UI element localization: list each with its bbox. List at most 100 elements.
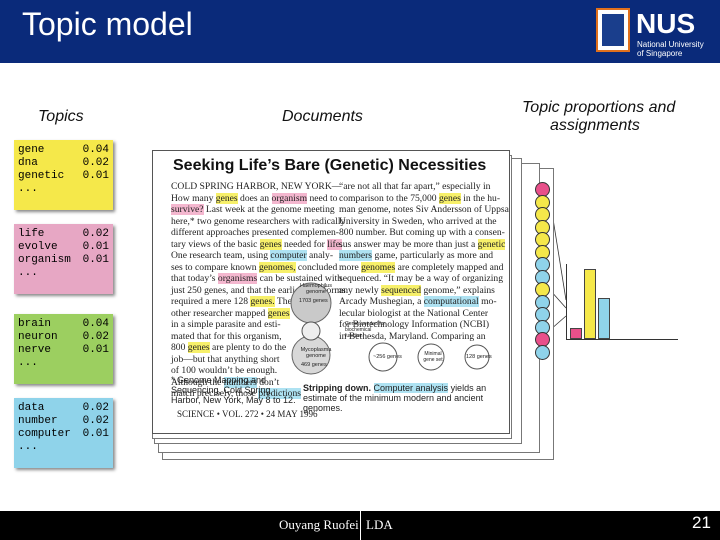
document-line: that today’s organisms can be sustained … xyxy=(171,273,342,284)
topic-word: nerve xyxy=(18,344,52,356)
footer-subject: LDA xyxy=(366,517,393,532)
topic-proportion-bar xyxy=(570,328,582,339)
document-line: of 100 wouldn’t be enough. xyxy=(171,365,278,376)
document-line: lecular biologist at the National Center xyxy=(339,307,489,319)
topic-word-probability: 0.02 xyxy=(82,331,109,343)
document-line: more genomes are completely mapped and xyxy=(339,261,504,273)
ancestor-label: ~256 genes xyxy=(373,354,402,360)
document-line: How many genes does an organism need to xyxy=(171,192,338,204)
topic-word: ... xyxy=(18,183,38,195)
footer-divider xyxy=(360,511,361,540)
topic-word-row: life 0.02 xyxy=(18,228,109,241)
figure-caption: Stripping down. Computer analysis yields… xyxy=(303,383,503,413)
document-line: in Bethesda, Maryland. Comparing an xyxy=(339,330,486,342)
document-line: sus answer may be more than just a genet… xyxy=(339,238,506,250)
topic-word-probability: 0.01 xyxy=(82,241,109,253)
haemophilus-count: 1703 genes xyxy=(299,298,328,304)
topic-word-row: number 0.02 xyxy=(18,415,109,428)
topic-word: dna xyxy=(18,157,38,169)
caption-highlight: Computer analysis xyxy=(373,383,449,393)
document-line: COLD SPRING HARBOR, NEW YORK— xyxy=(171,181,342,192)
topic-word-row: brain 0.04 xyxy=(18,318,109,331)
topic-word-row: computer 0.01 xyxy=(18,428,109,441)
topic-word: life xyxy=(18,228,45,240)
document-line: 800 number. But coming up with a consen- xyxy=(339,227,505,238)
document-line: any newly sequenced genome,” explains xyxy=(339,284,495,296)
document-line: University in Sweden, who arrived at the xyxy=(339,215,497,227)
topic-word-row: ... xyxy=(18,267,109,280)
genome-diagram xyxy=(290,282,490,375)
document-line: One research team, using computer analy- xyxy=(171,250,334,261)
document-line: survive? Last week at the genome meeting xyxy=(171,204,335,215)
logo-subtitle-2: of Singapore xyxy=(637,49,683,58)
document-line: different approaches presented complemen… xyxy=(171,227,339,238)
document-title: Seeking Life’s Bare (Genetic) Necessitie… xyxy=(173,157,487,174)
topic-word: evolve xyxy=(18,241,58,253)
topic-word-probability: 0.01 xyxy=(82,254,109,266)
document-line: match precisely, those predictions xyxy=(171,388,301,399)
topic-assignment-circle xyxy=(535,344,550,360)
topic-word-row: genetic 0.01 xyxy=(18,170,109,183)
topic-word: ... xyxy=(18,441,38,453)
topic-word: computer xyxy=(18,428,71,440)
topic-word-row: gene 0.04 xyxy=(18,144,109,157)
topic-word-probability: 0.04 xyxy=(82,144,109,156)
document-line: job—but that anything short xyxy=(171,353,280,365)
document-line: sequenced. “It may be a way of organizin… xyxy=(339,273,504,284)
document-line: ses to compare known genomes, concluded xyxy=(171,261,338,273)
source-line: SCIENCE • VOL. 272 • 24 MAY 1996 xyxy=(177,409,318,419)
topic-proportion-chart xyxy=(562,264,682,340)
topic-word: genetic xyxy=(18,170,65,182)
topic-word-probability: 0.02 xyxy=(82,402,109,414)
topic-word-probability: 0.04 xyxy=(82,318,109,330)
chart-x-axis xyxy=(566,339,678,340)
topic-word: organism xyxy=(18,254,71,266)
nus-crest-icon xyxy=(596,8,630,52)
topic-word-probability: 0.01 xyxy=(82,428,109,440)
page-number: 21 xyxy=(692,513,711,532)
chart-y-axis xyxy=(566,264,567,340)
topic-word-row: evolve 0.01 xyxy=(18,241,109,254)
topic-proportion-bar xyxy=(598,298,610,339)
logo-text: NUS xyxy=(636,8,696,39)
document-page: Seeking Life’s Bare (Genetic) Necessitie… xyxy=(152,150,510,434)
footnote: * Genome Mapping and Sequencing, Cold Sp… xyxy=(171,375,296,405)
topic-word-probability: 0.02 xyxy=(82,415,109,427)
document-line: comparison to the 75,000 genes in the hu… xyxy=(339,192,501,204)
proportions-header-line1: Topic proportions and xyxy=(522,99,676,116)
topic-word-row: ... xyxy=(18,183,109,196)
topic-word-row: ... xyxy=(18,357,109,370)
topic-word-probability: 0.02 xyxy=(82,228,109,240)
topic-card-2: life 0.02 evolve 0.01 organism 0.01... xyxy=(14,224,113,294)
document-column-1: COLD SPRING HARBOR, NEW YORK—How many ge… xyxy=(171,181,346,400)
topics-header: Topics xyxy=(38,108,84,125)
document-line: 800 genes are plenty to do the xyxy=(171,342,287,353)
document-line: Although the numbers don’t xyxy=(171,376,280,388)
documents-header: Documents xyxy=(282,108,363,125)
caption-rest: yields an estimate of the minimum modern… xyxy=(303,383,487,413)
document-line: other researcher mapped genes xyxy=(171,307,290,319)
topic-word: gene xyxy=(18,144,45,156)
logo-subtitle-1: National University xyxy=(637,40,704,49)
topic-word: neuron xyxy=(18,331,58,343)
document-line: for Biotechnology Information (NCBI) xyxy=(339,319,490,330)
topic-word: number xyxy=(18,415,58,427)
topic-word: brain xyxy=(18,318,52,330)
document-line: man genome, notes Siv Andersson of Uppsa… xyxy=(339,204,509,215)
document-line: “are not all that far apart,” especially… xyxy=(339,181,491,192)
topic-word: ... xyxy=(18,357,38,369)
genes-needed-label: Genes needed for biochemical function xyxy=(345,321,386,339)
topic-card-3: brain 0.04 neuron 0.02 nerve 0.01... xyxy=(14,314,113,384)
nus-logo: NUS National University of Singapore xyxy=(596,8,712,58)
document-column-2: “are not all that far apart,” especially… xyxy=(339,181,509,342)
document-line: in a simple parasite and esti- xyxy=(171,319,281,330)
topic-word-probability: 0.01 xyxy=(82,344,109,356)
document-line: numbers game, particularly as more and xyxy=(339,250,494,261)
document-line: here,* two genome researchers with radic… xyxy=(171,215,346,227)
topic-word-probability: 0.01 xyxy=(82,170,109,182)
haemophilus-label: Haemophilus genome xyxy=(299,283,333,295)
topic-word-row: neuron 0.02 xyxy=(18,331,109,344)
